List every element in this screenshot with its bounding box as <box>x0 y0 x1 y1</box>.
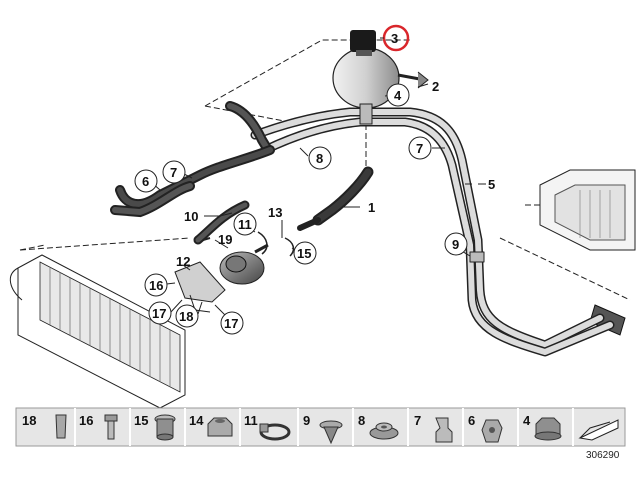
legend-item-4[interactable]: 4 <box>523 413 562 441</box>
callout-11[interactable]: 11 <box>238 217 252 232</box>
callout-1[interactable]: 1 <box>368 200 375 215</box>
legend-label-6: 6 <box>468 413 475 428</box>
callout-9b-circle <box>444 232 468 256</box>
grommet-icon <box>154 414 176 441</box>
flange-nut-icon <box>369 422 399 440</box>
upper-hose <box>115 101 275 209</box>
legend-label-9: 9 <box>303 413 310 428</box>
callout-group: 3 2 4 5 1 7 8 9 6 7 10 11 13 15 19 12 16… <box>134 24 495 335</box>
callout-9a[interactable]: 8 <box>316 151 323 166</box>
callout-10[interactable]: 10 <box>184 209 198 224</box>
callout-4[interactable]: 4 <box>394 88 402 103</box>
legend-item-9[interactable]: 9 <box>303 413 343 445</box>
callout-9b[interactable]: 9 <box>452 237 459 252</box>
legend-item-14[interactable]: 14 <box>189 413 233 437</box>
callout-2[interactable]: 2 <box>432 79 439 94</box>
radiator <box>9 254 186 409</box>
callout-5[interactable]: 5 <box>488 177 495 192</box>
legend-item-18[interactable]: 18 <box>22 413 67 439</box>
parts-legend: 18 16 15 14 <box>15 407 626 447</box>
callout-19[interactable]: 19 <box>218 232 232 247</box>
callout-18[interactable]: 18 <box>179 309 193 324</box>
callout-16[interactable]: 17 <box>152 306 166 321</box>
bracket-clip-icon <box>435 417 453 443</box>
legend-item-11[interactable]: 11 <box>244 413 291 441</box>
legend-label-11: 11 <box>244 413 258 428</box>
legend-item-6[interactable]: 6 <box>468 413 503 443</box>
callout-6-circle <box>134 169 158 193</box>
callout-7[interactable]: 7 <box>170 165 177 180</box>
legend-label-7: 7 <box>414 413 421 428</box>
callout-18-circle <box>175 304 199 328</box>
legend-item-7[interactable]: 7 <box>414 413 453 443</box>
callout-9a-circle <box>308 146 332 170</box>
hose-1 <box>297 166 374 231</box>
legend-item-8[interactable]: 8 <box>358 413 399 440</box>
leader-lines <box>149 83 472 323</box>
legend-label-18: 18 <box>22 413 36 428</box>
push-clip-icon <box>319 420 343 445</box>
legend-item-15[interactable]: 15 <box>134 413 176 441</box>
lower-hose <box>110 181 250 245</box>
callout-8-circle <box>408 136 432 160</box>
coolant-pipe-main <box>250 107 615 357</box>
legend-label-14: 14 <box>189 413 204 428</box>
callout-15[interactable]: 16 <box>149 278 163 293</box>
callout-11-circle <box>233 212 257 236</box>
dashed-boundary-lines <box>19 39 631 301</box>
callout-15-circle <box>144 273 168 297</box>
legend-label-8: 8 <box>358 413 365 428</box>
callout-8[interactable]: 7 <box>416 141 423 156</box>
legend-item-16[interactable]: 16 <box>79 413 118 440</box>
legend-label-15: 15 <box>134 413 148 428</box>
electric-pump <box>174 231 295 313</box>
legend-label-4: 4 <box>523 413 531 428</box>
expansion-tank <box>332 30 429 125</box>
holder-clip-icon <box>481 419 503 443</box>
legend-label-16: 16 <box>79 413 93 428</box>
callout-6[interactable]: 6 <box>142 174 149 189</box>
hose-clamp-icon <box>259 423 291 441</box>
callout-17[interactable]: 17 <box>224 316 238 331</box>
clip-nut-icon <box>55 414 67 439</box>
heat-exchanger <box>539 169 636 336</box>
callout-14-circle <box>293 241 317 265</box>
callout-17-circle <box>220 311 244 335</box>
collar-nut-icon <box>534 417 562 441</box>
callout-16-circle <box>148 301 172 325</box>
bolt-icon <box>104 414 118 440</box>
hex-nut-icon <box>207 417 233 437</box>
callout-12[interactable]: 12 <box>176 254 190 269</box>
callout-14[interactable]: 15 <box>297 246 311 261</box>
diagram-reference-code: 306290 <box>586 450 620 461</box>
callout-4-circle <box>386 83 410 107</box>
callout-7-circle <box>162 160 186 184</box>
seal-arrow-icon <box>578 419 619 441</box>
callout-3[interactable]: 3 <box>391 31 398 46</box>
callout-13[interactable]: 13 <box>268 205 282 220</box>
